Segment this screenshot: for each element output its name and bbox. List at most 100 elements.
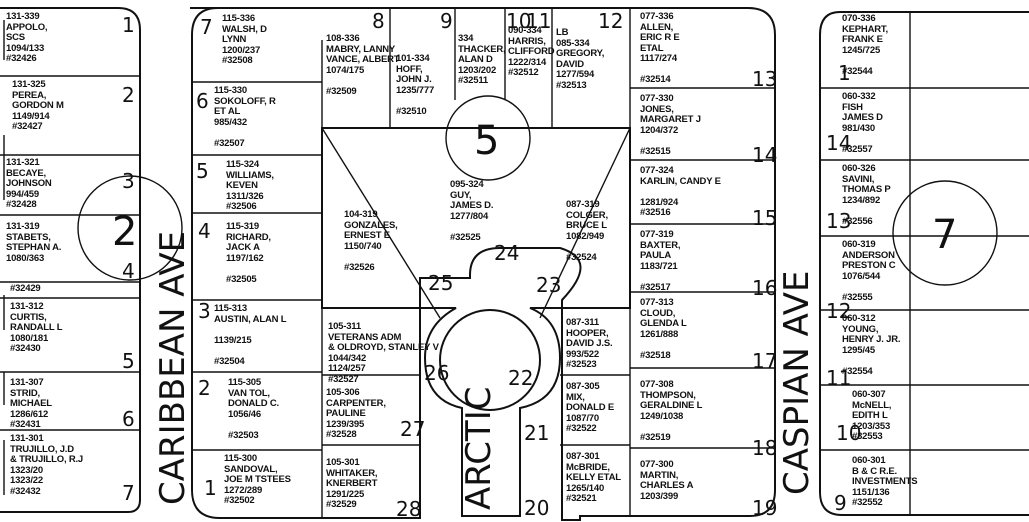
lot-number: 20 (524, 496, 549, 520)
parcel-label: 095-324 GUY, JAMES D. 1277/804 #32525 (450, 179, 494, 243)
parcel-label: LB 085-334 GREGORY, DAVID 1277/594 #3251… (556, 27, 605, 91)
lot-number: 14 (826, 131, 851, 155)
parcel-label: 060-301 B & C R.E. INVESTMENTS 1151/136 … (852, 455, 918, 508)
parcel-label: 334 THACKER, ALAN D 1203/202 #32511 (458, 33, 506, 86)
lot-number: 21 (524, 421, 549, 445)
lot-number: 18 (752, 436, 777, 460)
lot-number: 4 (122, 259, 135, 283)
parcel-label: 115-305 VAN TOL, DONALD C. 1056/46 #3250… (228, 377, 279, 441)
lot-number: 2 (122, 83, 135, 107)
parcel-label: 115-313 AUSTIN, ALAN L 1139/215 #32504 (214, 303, 287, 367)
parcel-label: 108-336 MABRY, LANNY VANCE, ALBERT 1074/… (326, 33, 400, 97)
parcel-label: 131-321 BECAYE, JOHNSON 994/459 #32428 (6, 157, 52, 210)
lot-number: 22 (508, 366, 533, 390)
street-caribbean-ave: CARIBBEAN AVE (153, 231, 193, 505)
parcel-label: 131-301 TRUJILLO, J.D & TRUJILLO, R.J 13… (10, 433, 84, 497)
center-block-number-circle (445, 95, 531, 181)
parcel-label: 115-330 SOKOLOFF, R ET AL 985/432 #32507 (214, 85, 276, 149)
parcel-label: 131-312 CURTIS, RANDALL L 1080/181 #3243… (10, 301, 63, 354)
lot-number: 17 (752, 349, 777, 373)
parcel-label: 115-336 WALSH, D LYNN 1200/237 #32508 (222, 13, 267, 66)
parcel-label: 087-305 MIX, DONALD E 1087/70 #32522 (566, 381, 615, 434)
parcel-label: 060-332 FISH JAMES D 981/430 #32557 (842, 91, 883, 155)
block-number-left: 2 (112, 209, 137, 255)
cul-de-sac-circle (439, 309, 541, 411)
cul-de-sac-outline (321, 127, 631, 517)
lot-number: 28 (396, 497, 421, 521)
street-arctic: ARCTIC (459, 387, 499, 510)
lot-number: 6 (122, 407, 135, 431)
parcel-label: 060-326 SAVINI, THOMAS P 1234/892 #32556 (842, 163, 891, 227)
lot-number: 12 (826, 299, 851, 323)
parcel-label: 131-325 PEREA, GORDON M 1149/914 #32427 (12, 79, 64, 132)
lot-number: 25 (428, 271, 453, 295)
block-number-center: 5 (474, 118, 499, 164)
parcel-label: #32429 (10, 283, 41, 294)
lot-number: 13 (826, 209, 851, 233)
parcel-label: 077-313 CLOUD, GLENDA L 1261/888 #32518 (640, 297, 687, 361)
right-block-lot-lines (820, 12, 1029, 515)
lot-number: 3 (122, 169, 135, 193)
parcel-label: 115-324 WILLIAMS, KEVEN 1311/326 #32506 (226, 159, 274, 212)
lot-number: 16 (752, 276, 777, 300)
lot-number: 15 (752, 206, 777, 230)
street-caspian-ave: CASPIAN AVE (777, 271, 817, 495)
parcel-label: 087-319 COLGER, BRUCE L 1082/949 #32524 (566, 199, 608, 263)
parcel-label: 077-300 MARTIN, CHARLES A 1203/399 (640, 459, 694, 502)
lot-number: 9 (440, 9, 453, 33)
lot-number: 3 (198, 299, 211, 323)
parcel-label: 105-306 CARPENTER, PAULINE 1239/395 #325… (326, 387, 386, 440)
parcel-label: 060-307 McNELL, EDITH L 1203/353 #32553 (852, 389, 892, 442)
parcel-label: 070-336 KEPHART, FRANK E 1245/725 #32544 (842, 13, 888, 77)
parcel-label: 077-319 BAXTER, PAULA 1183/721 #32517 (640, 229, 681, 293)
lot-number: 4 (198, 219, 211, 243)
parcel-label: 131-339 APPOLO, SCS 1094/133 #32426 (6, 11, 48, 64)
lot-number: 10 (506, 9, 531, 33)
lot-number: 1 (204, 476, 217, 500)
lot-number: 11 (826, 366, 851, 390)
lot-number: 23 (536, 273, 561, 297)
parcel-label: 115-319 RICHARD, JACK A 1197/162 #32505 (226, 221, 271, 285)
lot-number: 13 (752, 67, 777, 91)
right-block-number-circle (892, 180, 998, 286)
lot-number: 1 (122, 13, 135, 37)
parcel-label: 077-308 THOMPSON, GERALDINE L 1249/1038 … (640, 379, 703, 443)
left-block-lot-lines (0, 20, 140, 495)
parcel-label: 105-301 WHITAKER, KNERBERT 1291/225 #325… (326, 457, 378, 510)
block-number-right: 7 (932, 212, 957, 258)
parcel-label: 105-311 VETERANS ADM & OLDROYD, STANLEY … (328, 321, 439, 385)
parcel-label: 101-334 HOFF, JOHN J. 1235/777 #32510 (396, 53, 435, 117)
lot-number: 5 (122, 349, 135, 373)
parcel-label: 131-307 STRID, MICHAEL 1286/612 #32431 (10, 377, 52, 430)
parcel-label: 087-311 HOOPER, DAVID J.S. 993/522 #3252… (566, 317, 613, 370)
lot-number: 24 (494, 241, 519, 265)
lot-number: 14 (752, 143, 777, 167)
parcel-label: 115-300 SANDOVAL, JOE M TSTEES 1272/289 … (224, 453, 291, 506)
lot-number: 7 (200, 15, 213, 39)
parcel-label: 087-301 McBRIDE, KELLY ETAL 1265/140 #32… (566, 451, 621, 504)
lot-number: 5 (196, 159, 209, 183)
lot-number: 9 (834, 491, 847, 515)
parcel-label: 060-319 ANDERSON PRESTON C 1076/544 #325… (842, 239, 896, 303)
lot-number: 10 (836, 421, 861, 445)
center-block-lot-lines (192, 8, 775, 518)
left-block-number-circle (77, 175, 183, 281)
lot-number: 7 (122, 481, 135, 505)
center-block-outline (190, 7, 776, 521)
lot-number: 19 (752, 496, 777, 520)
parcel-label: 077-330 JONES, MARGARET J 1204/372 #3251… (640, 93, 701, 157)
parcel-label: 077-324 KARLIN, CANDY E 1281/924 #32516 (640, 165, 721, 218)
parcel-label: 090-334 HARRIS, CLIFFORD 1222/314 #32512 (508, 25, 555, 78)
left-block-outline (0, 7, 141, 513)
parcel-label: 131-319 STABETS, STEPHAN A. 1080/363 (6, 221, 62, 264)
lot-number: 8 (372, 9, 385, 33)
parcel-label: 077-336 ALLEN, ERIC R E ETAL 1117/274 #3… (640, 11, 680, 85)
lot-number: 6 (196, 89, 209, 113)
parcel-label: 060-312 YOUNG, HENRY J. JR. 1295/45 #325… (842, 313, 901, 377)
lot-number: 27 (400, 417, 425, 441)
lot-number: 11 (526, 9, 551, 33)
lot-number: 1 (838, 61, 851, 85)
lot-number: 2 (198, 376, 211, 400)
lot-number: 12 (598, 9, 623, 33)
